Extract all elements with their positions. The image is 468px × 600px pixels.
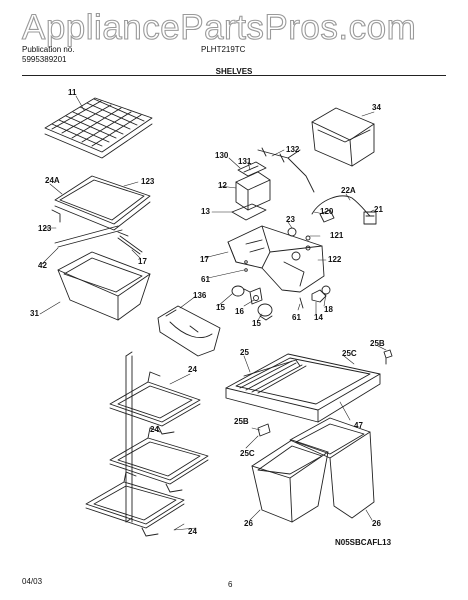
crisper-pan (57, 251, 151, 321)
callout-17: 17 (200, 255, 209, 264)
wire-shelf (44, 97, 153, 159)
callout-122: 122 (328, 255, 342, 264)
door-bin (311, 107, 375, 167)
callout-132: 132 (286, 145, 300, 154)
control-housing (227, 225, 325, 293)
header-rule (22, 75, 446, 76)
callout-15-right: 15 (252, 319, 261, 328)
callout-15-left: 15 (216, 303, 225, 312)
publication-label: Publication no. (22, 45, 75, 54)
callout-121: 121 (330, 231, 344, 240)
leader-lines (39, 95, 387, 531)
callout-11: 11 (68, 88, 77, 97)
crisper-drawer-left (251, 439, 329, 523)
callout-13: 13 (201, 207, 210, 216)
lamp-bulbs (231, 285, 273, 321)
drawing-code: N05SBCAFL13 (335, 538, 392, 547)
callout-136: 136 (193, 291, 207, 300)
callout-25: 25 (240, 348, 249, 357)
shelf-rails (54, 225, 143, 255)
callout-25c-upper: 25C (342, 349, 357, 358)
callout-131: 131 (238, 157, 252, 166)
callout-31: 31 (30, 309, 39, 318)
callout-47: 47 (354, 421, 363, 430)
footer-date: 04/03 (22, 577, 43, 586)
callout-25c-lower: 25C (240, 449, 255, 458)
callout-61-upper: 61 (201, 275, 210, 284)
watermark: AppliancePartsPros.com (21, 7, 417, 47)
light-housing (235, 171, 271, 211)
callout-26-right: 26 (372, 519, 381, 528)
temperature-control-bezel (157, 305, 221, 357)
crisper-cover (225, 353, 381, 423)
light-lens (231, 203, 267, 221)
callout-34: 34 (372, 103, 381, 112)
cantilever-shelf-lower (85, 471, 185, 537)
callout-17-rail: 17 (138, 257, 147, 266)
callout-16: 16 (235, 307, 244, 316)
lamp-shield (237, 161, 267, 177)
callout-24-upper: 24 (188, 365, 197, 374)
callout-24a: 24A (45, 176, 60, 185)
callout-123-upper: 123 (141, 177, 155, 186)
callout-25b-lower: 25B (234, 417, 249, 426)
callout-24-lower: 24 (188, 527, 197, 536)
callout-14: 14 (314, 313, 323, 322)
wire-harness (257, 147, 315, 193)
callout-42-left: 42 (38, 261, 47, 270)
page-number: 6 (228, 580, 233, 589)
callout-130: 130 (215, 151, 229, 160)
callout-18: 18 (324, 305, 333, 314)
section-title: SHELVES (215, 67, 253, 76)
callout-labels: 11 34 130 131 132 12 24A 123 22A 13 21 1… (30, 88, 385, 536)
screws (299, 285, 331, 309)
cabinet-rails (125, 351, 133, 523)
callout-61-lower: 61 (292, 313, 301, 322)
publication-number: 5995389201 (22, 55, 67, 64)
callout-26-left: 26 (244, 519, 253, 528)
callout-25b-upper: 25B (370, 339, 385, 348)
model-number: PLHT219TC (201, 45, 246, 54)
crisper-drawer-right (289, 417, 375, 519)
callout-120: 120 (320, 207, 334, 216)
cover-clips (257, 349, 393, 437)
callout-23: 23 (286, 215, 295, 224)
cantilever-shelf-upper (109, 371, 201, 435)
glass-shelf-24a (51, 175, 151, 237)
callout-12: 12 (218, 181, 227, 190)
callout-21: 21 (374, 205, 383, 214)
cantilever-shelf-middle (109, 427, 209, 493)
callout-22a: 22A (341, 186, 356, 195)
callout-24-middle: 24 (150, 425, 159, 434)
callout-123-lower: 123 (38, 224, 52, 233)
